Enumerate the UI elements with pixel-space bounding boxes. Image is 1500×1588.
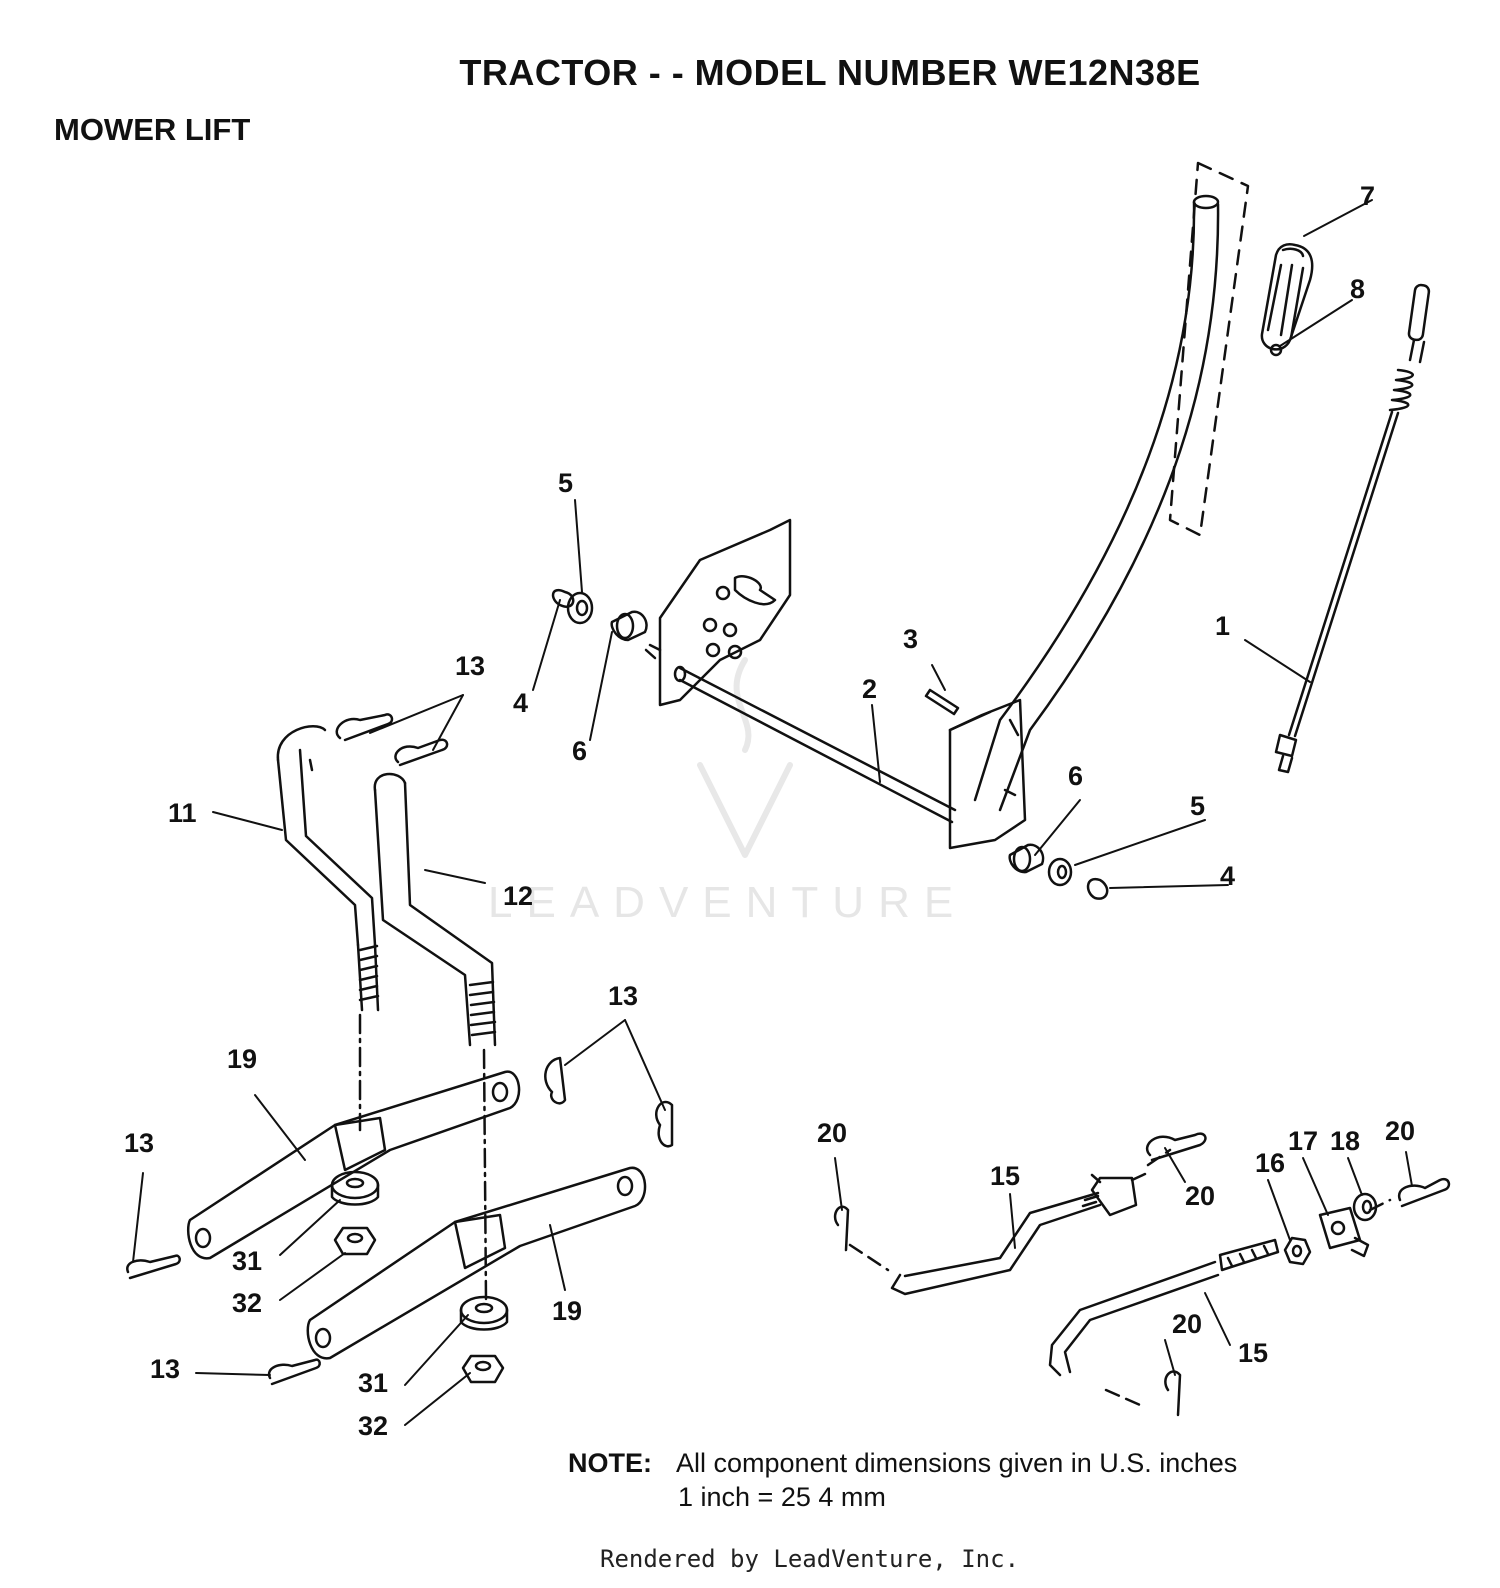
callout-20-c: 20 <box>1385 1116 1415 1146</box>
callout-19-lower: 19 <box>552 1296 582 1326</box>
callout-12: 12 <box>503 881 533 911</box>
note-line-2: 1 inch = 25 4 mm <box>678 1482 886 1512</box>
callout-6-left: 6 <box>572 736 587 766</box>
part-16-nut[interactable] <box>1283 1236 1312 1266</box>
callout-4-right: 4 <box>1220 861 1235 891</box>
part-13-clip-a[interactable] <box>335 713 394 742</box>
callout-11: 11 <box>168 798 197 828</box>
callout-32-upper: 32 <box>232 1288 262 1318</box>
dimension-note: NOTE: All component dimensions given in U… <box>568 1448 1238 1512</box>
callout-7: 7 <box>1360 181 1375 211</box>
callout-17: 17 <box>1288 1126 1318 1156</box>
callout-19-upper: 19 <box>227 1044 257 1074</box>
part-12-lift-link[interactable] <box>373 772 497 1047</box>
part-5-washer-right[interactable] <box>1047 857 1073 887</box>
callout-6-right: 6 <box>1068 761 1083 791</box>
callouts: 1 2 3 4 4 5 5 6 6 7 8 11 12 13 13 13 13 … <box>124 181 1415 1441</box>
part-19-lift-arm-lower[interactable] <box>306 1166 647 1360</box>
part-19-lift-arm-upper[interactable] <box>186 1070 521 1260</box>
dashed-handle-outline <box>1168 161 1250 537</box>
part-17-trunnion[interactable] <box>1318 1206 1370 1258</box>
part-32-nut-upper[interactable] <box>333 1226 377 1256</box>
part-13-clip-e[interactable] <box>126 1254 181 1280</box>
watermark: LEADVENTURE <box>488 878 968 927</box>
callout-5-right: 5 <box>1190 791 1205 821</box>
callout-13-bottom: 13 <box>150 1354 180 1384</box>
callout-15-lower: 15 <box>1238 1338 1268 1368</box>
page-title: TRACTOR - - MODEL NUMBER WE12N38E <box>459 52 1201 93</box>
part-2-lift-shaft[interactable] <box>644 518 957 824</box>
part-13-clip-d[interactable] <box>655 1100 674 1148</box>
note-label: NOTE: <box>568 1448 652 1478</box>
section-title: MOWER LIFT <box>54 112 251 147</box>
part-8-retainer[interactable] <box>1269 343 1283 357</box>
part-11-lift-link[interactable] <box>276 725 380 1012</box>
callout-8: 8 <box>1350 274 1365 304</box>
callout-13-top: 13 <box>455 651 485 681</box>
callout-15-upper: 15 <box>990 1161 1020 1191</box>
part-13-clip-b[interactable] <box>394 738 449 767</box>
part-4-clip-right[interactable] <box>1086 877 1109 900</box>
projection-line-1 <box>848 1243 890 1272</box>
part-20-clip-d[interactable] <box>1164 1370 1182 1417</box>
part-3-key[interactable] <box>924 688 960 716</box>
part-20-clip-b[interactable] <box>1146 1132 1207 1162</box>
projection-line-4 <box>1368 1198 1392 1212</box>
part-6-bushing-left[interactable] <box>610 610 648 642</box>
render-credit: Rendered by LeadVenture, Inc. <box>600 1545 1020 1573</box>
callout-2: 2 <box>862 674 877 704</box>
part-15-adjust-rod-upper[interactable] <box>890 1172 1147 1296</box>
projection-line-3 <box>1104 1388 1142 1407</box>
part-lift-lever[interactable] <box>948 194 1220 850</box>
part-18-nut[interactable] <box>1352 1192 1378 1222</box>
callout-13-middle: 13 <box>608 981 638 1011</box>
callout-31-lower: 31 <box>358 1368 388 1398</box>
part-13-clip-f[interactable] <box>267 1358 321 1386</box>
callout-20-b: 20 <box>1185 1181 1215 1211</box>
callout-20-a: 20 <box>817 1118 847 1148</box>
callout-16: 16 <box>1255 1148 1285 1178</box>
part-20-clip-c[interactable] <box>1397 1177 1451 1208</box>
note-line-1: All component dimensions given in U.S. i… <box>676 1448 1238 1478</box>
callout-4-left: 4 <box>513 688 528 718</box>
part-20-clip-a[interactable] <box>833 1205 850 1252</box>
callout-31-upper: 31 <box>232 1246 262 1276</box>
part-15-adjust-rod-lower[interactable] <box>1048 1238 1280 1377</box>
centerline-right <box>482 1048 488 1302</box>
callout-13-left: 13 <box>124 1128 154 1158</box>
part-1-lift-rod[interactable] <box>1274 283 1431 774</box>
part-6-bushing-right[interactable] <box>1008 843 1045 874</box>
callout-5-left: 5 <box>558 468 573 498</box>
part-31-washer-upper[interactable] <box>330 1170 380 1206</box>
leader-lines <box>132 199 1413 1426</box>
callout-18: 18 <box>1330 1126 1360 1156</box>
part-5-washer-left[interactable] <box>566 591 594 625</box>
part-13-clip-c[interactable] <box>544 1056 567 1105</box>
watermark-logo <box>697 657 793 858</box>
callout-3: 3 <box>903 624 918 654</box>
part-32-nut-lower[interactable] <box>461 1354 505 1384</box>
callout-32-lower: 32 <box>358 1411 388 1441</box>
part-31-washer-lower[interactable] <box>459 1295 509 1331</box>
callout-20-d: 20 <box>1172 1309 1202 1339</box>
callout-1: 1 <box>1215 611 1230 641</box>
part-7-grip[interactable] <box>1260 243 1314 351</box>
